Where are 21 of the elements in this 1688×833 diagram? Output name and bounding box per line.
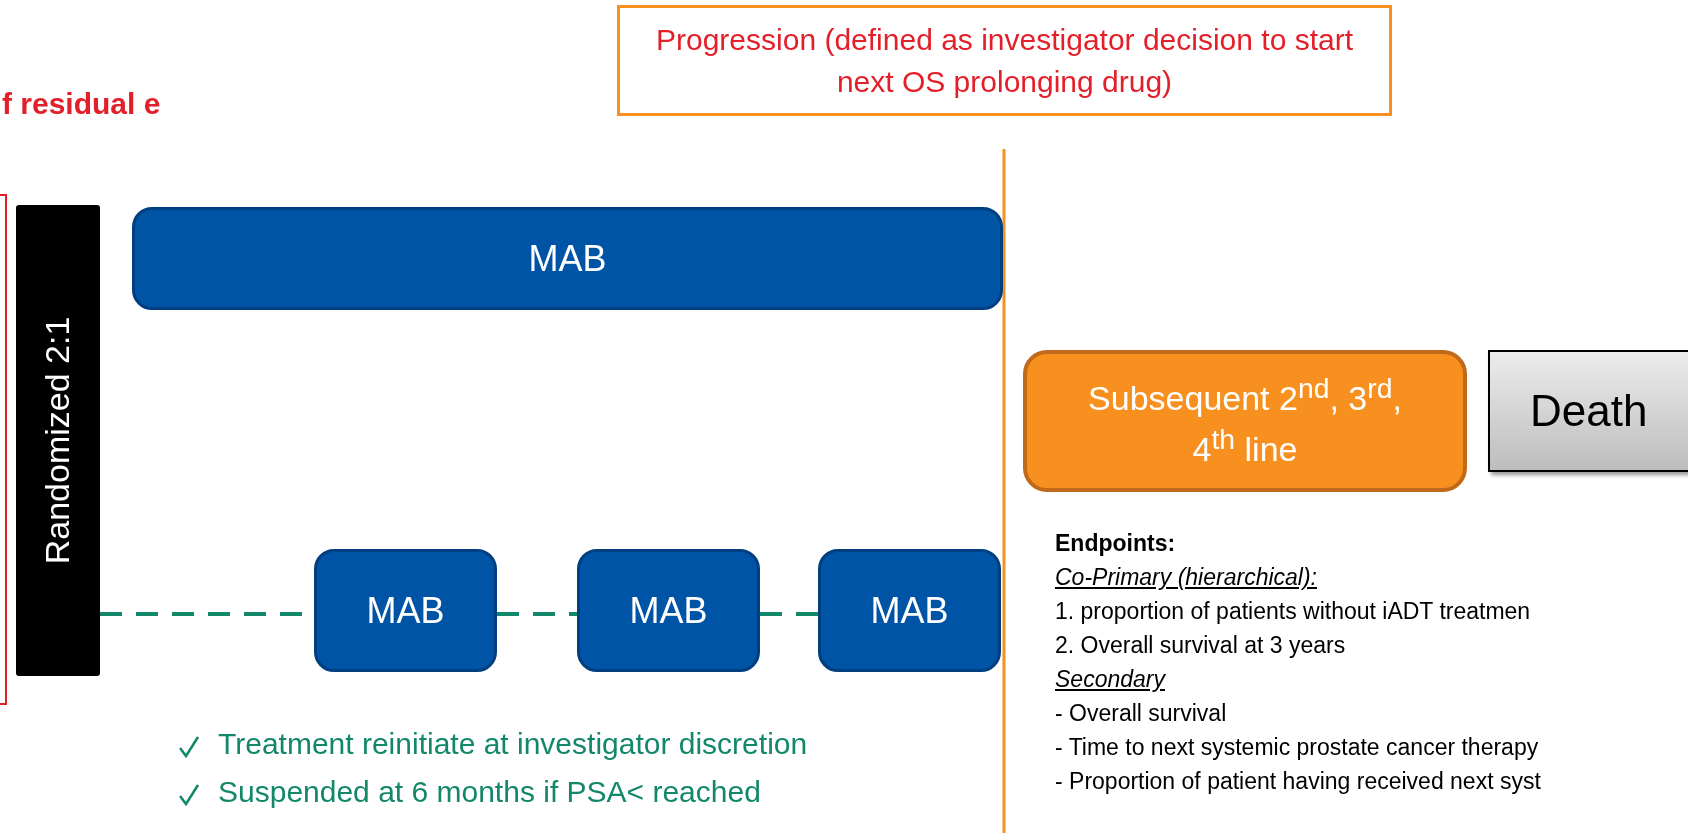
dashed-connector [760, 612, 818, 616]
event-box: Progression (defined as investigator decision to start next OS prolonging drug) [617, 5, 1392, 116]
treatment-box: MAB [577, 549, 760, 672]
list-item: 2. Overall survival at 3 years [1055, 632, 1346, 659]
dashed-connector [497, 612, 577, 616]
subheading: Secondary [1055, 666, 1165, 693]
list-item: - Proportion of patient having received next syst [1055, 768, 1541, 795]
treatment-box: MAB [818, 549, 1001, 672]
heading: f residual e [2, 86, 162, 122]
list-item: - Overall survival [1055, 700, 1227, 727]
outcome-box: Death [1488, 350, 1688, 472]
list-item: - Time to next systemic prostate cancer therapy [1055, 734, 1539, 761]
checklist-item: Suspended at 6 months if PSA< reached [218, 775, 761, 809]
therapy-box: Subsequent 2$^{nd}$, 3$^{rd}$, 4$^{th}$ line [1023, 350, 1467, 492]
randomization-bar: Randomized 2:1 [16, 205, 100, 676]
treatment-bar: MAB [132, 207, 1003, 310]
checklist-item: Treatment reinitiate at investigator discretion [218, 727, 808, 761]
subheading: Co-Primary (hierarchical): [1055, 564, 1317, 591]
treatment-box: MAB [314, 549, 497, 672]
section-heading: Endpoints: [1055, 530, 1176, 557]
list-item: 1. proportion of patients without iADT treatmen [1055, 598, 1531, 625]
